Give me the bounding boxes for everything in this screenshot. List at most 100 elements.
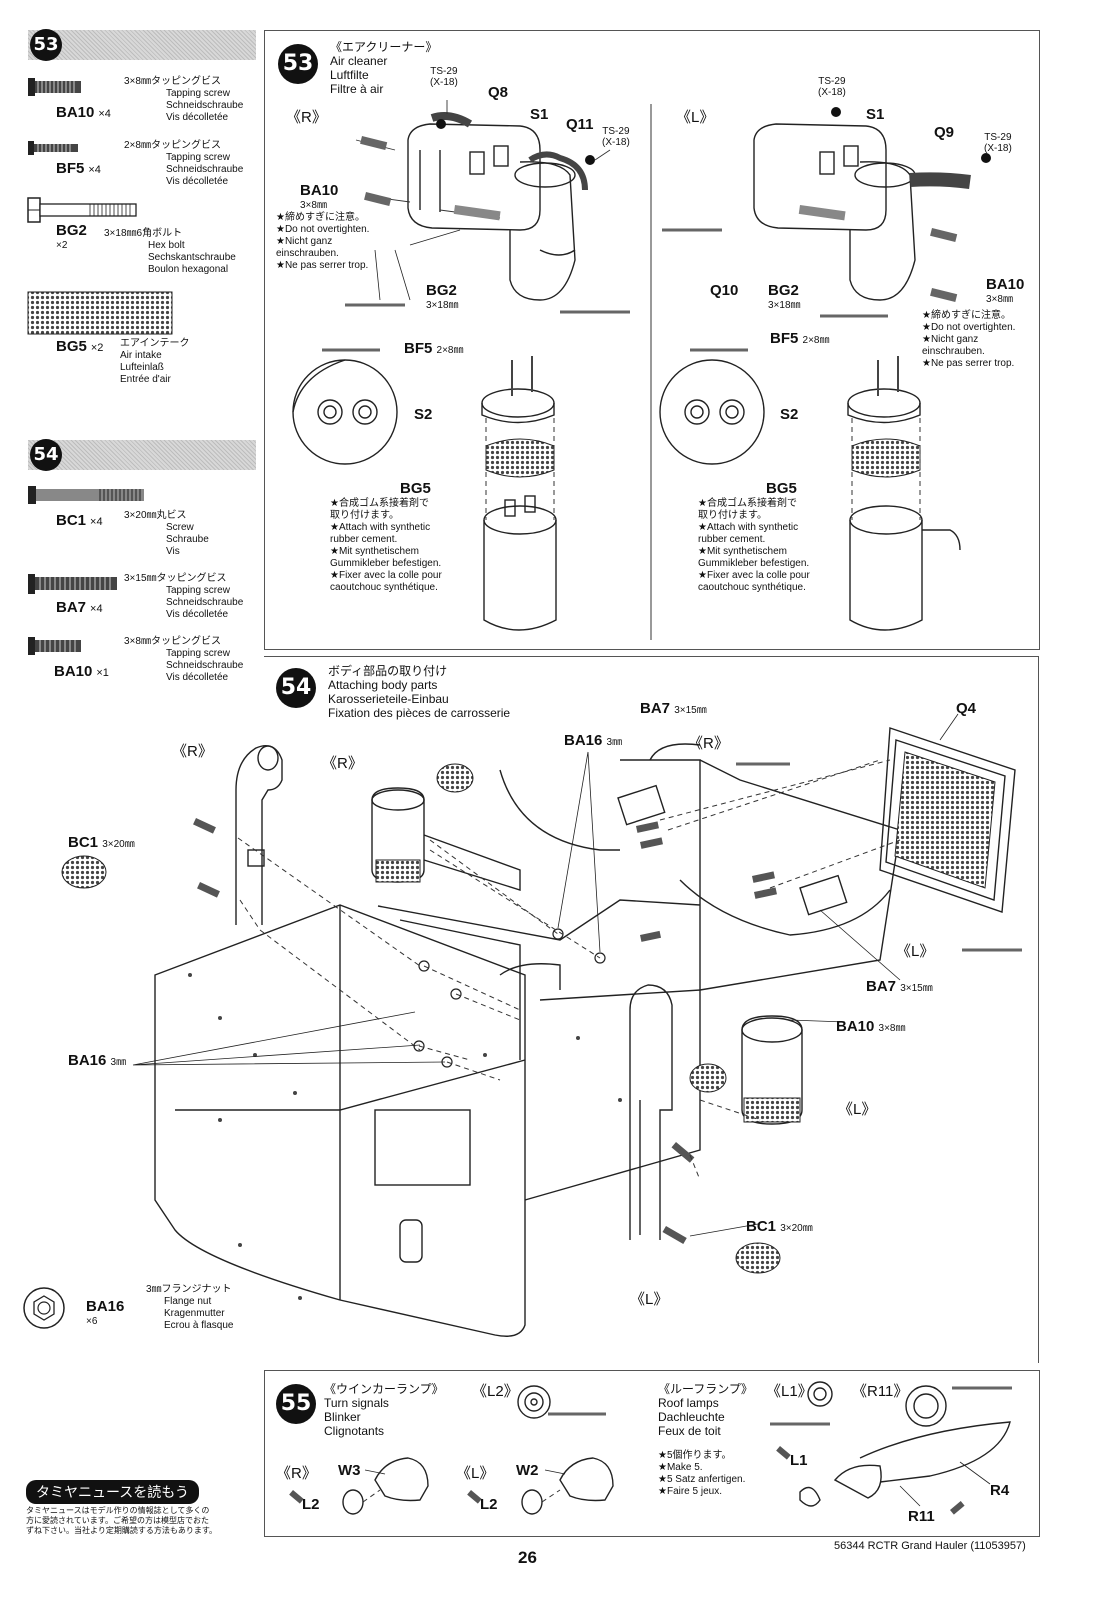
side-label-l: 《L》 [896,943,935,960]
step54-title: ボディ部品の取り付け Attaching body parts Karosser… [328,664,511,720]
part-s2: S2 [414,406,433,423]
part-bg5: BG5 [766,480,797,497]
part-description: 3㎜フランジナット Flange nut Kragenmutter Ecrou … [146,1284,234,1331]
step53-parts-header [28,30,256,60]
part-qty: ×6 [86,1316,98,1327]
part-description: 3×15㎜タッピングビス Tapping screw Schneidschrau… [124,573,244,620]
part-size: 3×18㎜ [426,300,459,311]
side-label-r: 《R》 [322,755,363,772]
part-l1: L1 [790,1452,808,1469]
side-label-r: 《R》 [172,743,213,760]
part-ba7: BA7 3×15㎜ [640,700,707,717]
part-bf5: BF5 2×8㎜ [404,340,464,357]
part-l2: L2 [302,1496,320,1513]
air-intake-mesh-icon [27,291,173,335]
tamiya-news-badge: タミヤニュースを読もう [26,1480,199,1504]
part-bc1: BC1 3×20㎜ [68,834,135,851]
paint-label: TS-29(X-18) [984,132,1012,154]
paint-label: TS-29(X-18) [818,76,846,98]
side-label-l1: 《L1》 [766,1383,813,1400]
part-s1: S1 [530,106,549,123]
part-description: 3×20㎜丸ビス Screw Schraube Vis [124,510,209,557]
flange-nut-icon [23,1287,65,1329]
part-code: BA10×1 [54,663,109,680]
side-label-l: 《L》 [676,109,715,126]
part-q10: Q10 [710,282,739,299]
side-label-l: 《L》 [456,1465,495,1482]
part-size: 3×8㎜ [986,294,1013,305]
side-label-r: 《R》 [688,735,729,752]
side-label-r: 《R》 [286,109,327,126]
part-w2: W2 [516,1462,539,1479]
part-s1: S1 [866,106,885,123]
step53-badge: 53 [278,44,318,84]
part-q8: Q8 [488,84,509,101]
screw-icon [28,574,117,594]
paint-label: TS-29(X-18) [602,126,630,148]
screw-icon [28,141,78,155]
part-bg5: BG5 [400,480,431,497]
page-number: 26 [518,1548,537,1567]
step53-title: 《エアクリーナー》 Air cleaner Luftfilte Filtre à… [330,40,438,96]
part-s2: S2 [780,406,799,423]
part-size: 3×18㎜ [768,300,801,311]
part-bg2: BG2 [426,282,457,299]
part-w3: W3 [338,1462,361,1479]
part-description: 3×8㎜タッピングビス Tapping screw Schneidschraub… [124,636,244,683]
step55-title: 《ウインカーランプ》 Turn signals Blinker Clignota… [324,1382,444,1438]
step55-badge: 55 [276,1384,316,1424]
side-label-r11: 《R11》 [852,1383,909,1400]
part-code: BC1×4 [56,512,103,529]
overtighten-note: ★締めすぎに注意。★Do not overtighten.★Nicht ganz… [922,310,1016,369]
step55-panel [264,1370,1040,1537]
product-code: 56344 RCTR Grand Hauler (11053957) [834,1540,1026,1552]
part-ba10: BA10 [300,182,339,199]
side-label-r: 《R》 [276,1465,317,1482]
step53-parts-badge: 53 [30,29,62,61]
side-label-l: 《L》 [630,1291,669,1308]
part-r4: R4 [990,1482,1010,1499]
part-r11: R11 [908,1508,935,1525]
part-code: BA7×4 [56,599,103,616]
screw-icon [28,78,81,96]
part-ba10: BA10 3×8㎜ [836,1018,906,1035]
screw-icon [28,486,144,504]
part-description: 3×8㎜タッピングビス Tapping screw Schneidschraub… [124,76,244,123]
part-code: BF5×4 [56,160,101,177]
part-l2: L2 [480,1496,498,1513]
make-five-note: ★5個作ります。★Make 5.★5 Satz anfertigen.★Fair… [658,1450,746,1497]
step54-parts-header [28,440,256,470]
part-q4: Q4 [956,700,977,717]
part-description: 3×18㎜6角ボルト Hex bolt Sechskantschraube Bo… [104,228,236,275]
part-bc1: BC1 3×20㎜ [746,1218,813,1235]
part-description: エアインテーク Air intake Lufteinlaß Entrée d'a… [120,338,190,385]
overtighten-note: ★締めすぎに注意。★Do not overtighten.★Nicht ganz… [276,212,370,271]
tamiya-news-text: タミヤニュースはモデル作りの情報誌として多くの 方に愛読されています。ご希望の方… [26,1506,218,1535]
part-size: 3×8㎜ [300,200,327,211]
step53-panel [264,30,1040,650]
part-code: BG5×2 [56,338,104,355]
part-code: BA16 [86,1298,125,1315]
step54-parts-badge: 54 [30,439,62,471]
part-bg2: BG2 [768,282,799,299]
side-label-l: 《L》 [838,1101,877,1118]
part-bf5: BF5 2×8㎜ [770,330,830,347]
hex-bolt-icon [27,197,137,223]
part-q9: Q9 [934,124,955,141]
part-ba10: BA10 [986,276,1025,293]
part-description: 2×8㎜タッピングビス Tapping screw Schneidschraub… [124,140,244,187]
part-code: BA10×4 [56,104,111,121]
side-label-l2: 《L2》 [472,1383,519,1400]
part-qty: ×2 [56,240,68,251]
screw-icon [28,637,81,655]
part-ba16: BA16 3㎜ [564,732,623,749]
paint-label: TS-29(X-18) [430,66,458,88]
roof-lamp-title: 《ルーフランプ》 Roof lamps Dachleuchte Feux de … [658,1382,753,1438]
part-ba7: BA7 3×15㎜ [866,978,933,995]
